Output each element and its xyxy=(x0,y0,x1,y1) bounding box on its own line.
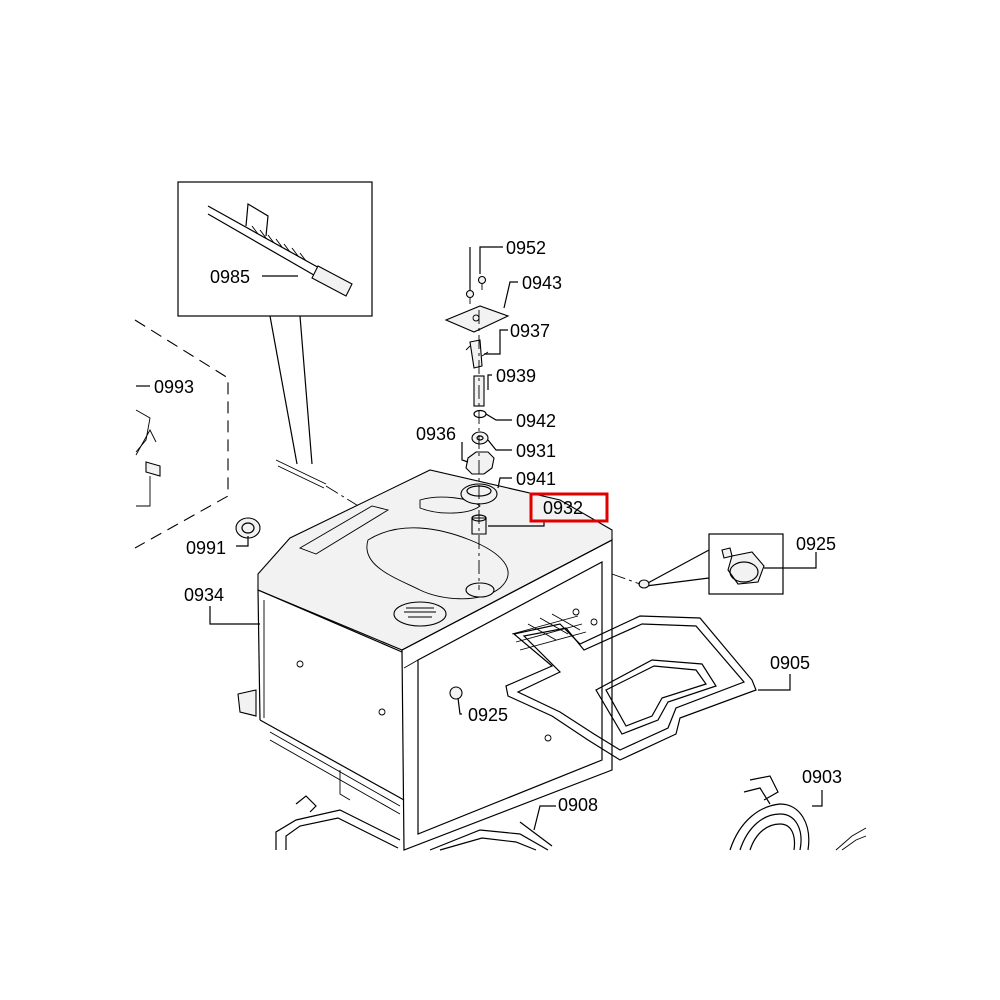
label-0932: 0932 xyxy=(543,498,583,518)
oven-cavity-0934 xyxy=(237,469,613,851)
grommet-0991 xyxy=(235,517,261,539)
label-0925-right: 0925 xyxy=(796,534,836,554)
rod-0985 xyxy=(275,459,479,581)
label-0942: 0942 xyxy=(516,411,556,431)
label-0991: 0991 xyxy=(186,538,226,558)
label-0905: 0905 xyxy=(770,653,810,673)
label-0934: 0934 xyxy=(184,585,224,605)
label-0943: 0943 xyxy=(522,273,562,293)
label-0941: 0941 xyxy=(516,469,556,489)
label-0985: 0985 xyxy=(210,267,250,287)
label-0937: 0937 xyxy=(510,321,550,341)
label-0952: 0952 xyxy=(506,238,546,258)
label-0936: 0936 xyxy=(416,424,456,444)
grill-element-0905 xyxy=(505,613,757,761)
label-0925-front: 0925 xyxy=(468,705,508,725)
bottom-element-0908 xyxy=(275,795,553,851)
thermostat-assembly xyxy=(444,275,510,590)
circular-element-0903 xyxy=(729,775,867,851)
detail-inset-0985 xyxy=(177,181,373,465)
highlight-box-0932 xyxy=(529,492,609,523)
screw-0925-front xyxy=(449,686,463,700)
callout-labels: 0985 0952 0943 0937 0939 0993 0942 0936 … xyxy=(154,238,842,815)
label-0939: 0939 xyxy=(496,366,536,386)
side-panel-0993 xyxy=(134,319,229,549)
label-0931: 0931 xyxy=(516,441,556,461)
detail-inset-0925 xyxy=(611,533,784,595)
label-0903: 0903 xyxy=(802,767,842,787)
leader-lines xyxy=(136,246,823,831)
label-0908: 0908 xyxy=(558,795,598,815)
label-0993: 0993 xyxy=(154,377,194,397)
